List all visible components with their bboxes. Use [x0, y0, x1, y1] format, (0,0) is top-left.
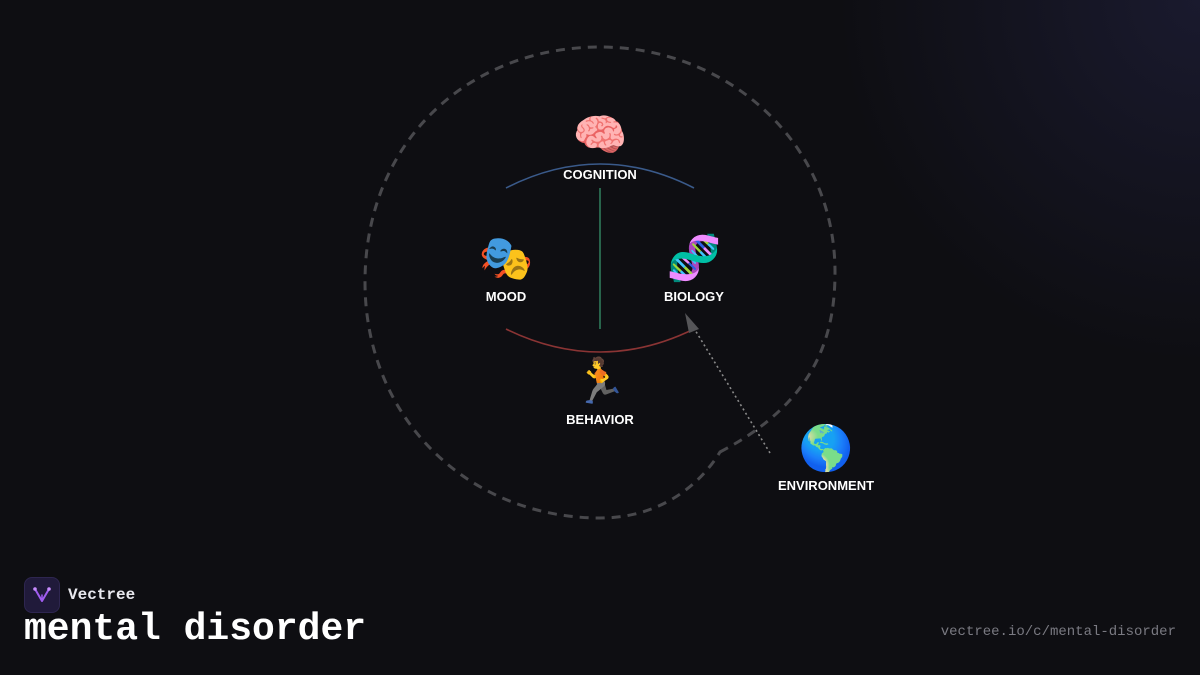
node-cognition[interactable]: 🧠 COGNITION [563, 110, 637, 182]
brain-icon: 🧠 [573, 110, 628, 161]
node-mood[interactable]: 🎭 MOOD [479, 233, 534, 304]
connection-environment-biology [691, 324, 771, 454]
vectree-logo-icon [24, 577, 60, 613]
node-label-biology: BIOLOGY [664, 289, 724, 304]
node-behavior[interactable]: 🏃 BEHAVIOR [566, 356, 634, 427]
brand[interactable]: Vectree [24, 577, 135, 613]
connection-arc-bottom [505, 328, 695, 353]
brand-name: Vectree [68, 586, 136, 604]
node-label-behavior: BEHAVIOR [566, 412, 634, 427]
globe-icon: 🌎 [799, 423, 854, 474]
dna-icon: 🧬 [667, 231, 722, 284]
page-url[interactable]: vectree.io/c/mental-disorder [940, 624, 1176, 640]
arrowhead [685, 313, 699, 333]
node-label-mood: MOOD [486, 289, 526, 304]
theater-masks-icon: 🎭 [479, 233, 534, 284]
system-boundary [363, 45, 837, 520]
page-title: mental disorder [24, 608, 367, 651]
node-biology[interactable]: 🧬 BIOLOGY [664, 231, 724, 304]
connection-arc-top [505, 163, 695, 189]
node-label-cognition: COGNITION [563, 167, 637, 182]
node-label-environment: ENVIRONMENT [778, 478, 874, 493]
running-person-icon: 🏃 [573, 356, 628, 407]
node-environment[interactable]: 🌎 ENVIRONMENT [778, 423, 874, 493]
